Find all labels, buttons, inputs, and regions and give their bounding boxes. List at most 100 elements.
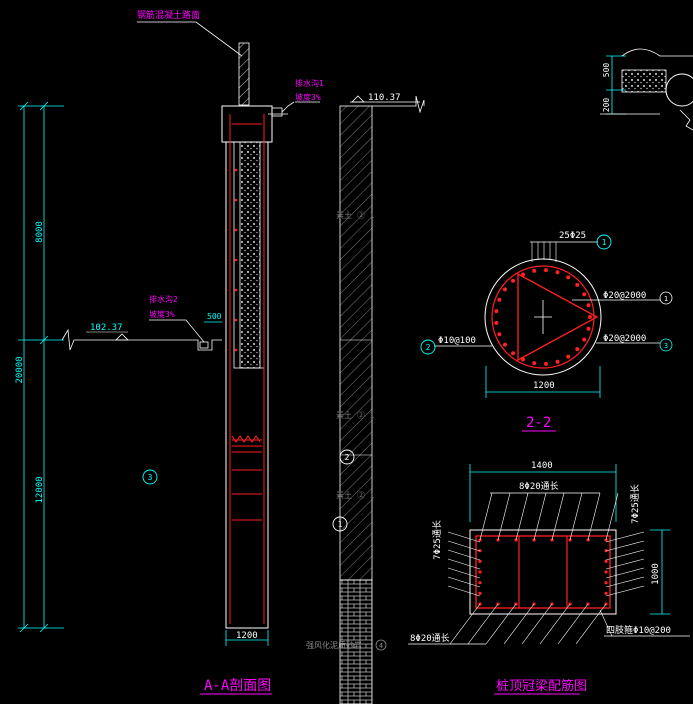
svg-text:1: 1	[602, 238, 607, 247]
main-bar-dot	[494, 320, 499, 325]
drain2-line2: 坡度3%	[149, 309, 175, 319]
drain-ditch-1	[271, 107, 283, 117]
svg-text:素土 ② 1: 素土 ② 1	[336, 410, 375, 420]
cap-stirrup-outer	[475, 535, 611, 609]
main-bar-dot	[502, 342, 507, 347]
triangle-bars	[517, 272, 599, 362]
drain-ditch-2	[199, 341, 209, 349]
drain1-line2: 坡度3%	[295, 92, 321, 102]
title-aa: A-A剖面图	[204, 678, 271, 694]
cap-top-bars: 8Φ20通长	[519, 480, 559, 492]
main-bar-dot	[566, 354, 571, 359]
drain1-line1: 排水沟1	[295, 78, 324, 88]
cap-bar-dot	[604, 559, 608, 563]
main-bar-dot	[566, 275, 571, 280]
cap-bar-dot	[604, 549, 608, 553]
detail-top-right: 500 200	[600, 48, 693, 131]
main-bar-dot	[511, 278, 516, 283]
bubble-2: 2	[339, 449, 355, 465]
main-bar-dot	[575, 347, 580, 352]
cap-bar-dot	[478, 570, 482, 574]
svg-text:3: 3	[664, 342, 668, 350]
cap-bar-dot	[604, 591, 608, 595]
ground-line-mid	[61, 328, 222, 351]
svg-text:2: 2	[345, 453, 350, 462]
road-label-leader	[137, 21, 243, 57]
main-bar-dot	[497, 297, 502, 302]
main-bar-dot	[575, 282, 580, 287]
cap-bar-dots	[478, 538, 608, 606]
stirrup-label: Φ10@100	[438, 336, 476, 346]
dim-12000: 12000	[35, 476, 45, 503]
main-bar-dots	[494, 268, 592, 366]
main-bar-dot	[586, 303, 591, 308]
main-bar-dot	[520, 357, 525, 362]
pile-circle-outer	[484, 258, 602, 376]
main-bar-dot	[543, 361, 548, 366]
tri-bar-label-2: Φ20@2000	[603, 334, 646, 344]
elev-mid-marker	[115, 333, 129, 341]
title-22: 2-2	[526, 415, 551, 431]
svg-text:1: 1	[338, 520, 343, 529]
main-bar-dot	[532, 268, 537, 273]
bubble-22-1: 1	[596, 234, 612, 250]
cap-beam-outline	[469, 529, 617, 615]
main-bar-dot	[494, 309, 499, 314]
pile-circle-stirrup	[491, 265, 595, 369]
soil-column	[339, 105, 373, 581]
dim-500: 500	[207, 312, 222, 321]
strata-bubble: 4	[375, 639, 387, 651]
gravel-fill	[239, 141, 261, 369]
cap-bar-dot	[478, 591, 482, 595]
bubble-22-3a: 1	[659, 291, 673, 305]
cap-bar-dot	[478, 559, 482, 563]
main-bar-dot	[543, 268, 548, 273]
bubble-22-2: 2	[420, 339, 436, 355]
main-bar-dot	[497, 332, 502, 337]
cap-bottom-bars: 8Φ20通长	[410, 632, 450, 644]
bubble-22-3: 3	[659, 338, 673, 352]
elevation-top: 110.37	[368, 93, 401, 103]
svg-text:3: 3	[148, 473, 153, 482]
cap-bar-dot	[604, 581, 608, 585]
cap-width: 1400	[531, 461, 553, 471]
cap-stirrup: 四肢箍Φ10@200	[606, 624, 671, 636]
svg-text:2: 2	[426, 343, 431, 352]
main-bar-dot	[588, 315, 592, 319]
bubble-3: 3	[142, 469, 158, 485]
main-bar-dot	[502, 287, 507, 292]
dim-pile-width-line	[225, 630, 269, 646]
bubble-1: 1	[332, 516, 348, 532]
detail-200: 200	[602, 98, 611, 113]
cap-bar-dot	[478, 549, 482, 553]
cap-bar-dot	[604, 570, 608, 574]
dim-pile-1200: 1200	[236, 631, 258, 641]
dim-vertical-left	[18, 101, 64, 633]
main-bar-dot	[555, 270, 560, 275]
main-bar-dot	[511, 351, 516, 356]
main-bar-dot	[555, 359, 560, 364]
svg-text:1: 1	[664, 295, 668, 303]
cap-height: 1000	[651, 563, 661, 585]
title-cap: 桩顶冠梁配筋图	[496, 678, 587, 694]
dia-1200: 1200	[533, 381, 555, 391]
main-bar-dot	[520, 272, 525, 277]
svg-text:素土 ② 1: 素土 ② 1	[336, 210, 375, 220]
road-label: 钢筋混凝土路面	[137, 9, 200, 21]
elev-top-marker	[351, 95, 365, 103]
main-bar-dot	[532, 361, 537, 366]
cap-bar-dot	[478, 581, 482, 585]
dim-20000: 20000	[15, 356, 25, 383]
svg-text:素土 ② 1: 素土 ② 1	[336, 490, 375, 500]
main-bar-dot	[582, 292, 587, 297]
rock-column	[339, 579, 373, 704]
rebar-dots	[234, 168, 238, 352]
detail-500: 500	[602, 63, 611, 78]
tri-bar-label-1: Φ20@2000	[603, 291, 646, 301]
main-bar-dot	[586, 326, 591, 331]
road-slab	[238, 42, 250, 106]
cap-side-right: 7Φ25通长	[629, 484, 641, 524]
dim-8000: 8000	[35, 221, 45, 243]
